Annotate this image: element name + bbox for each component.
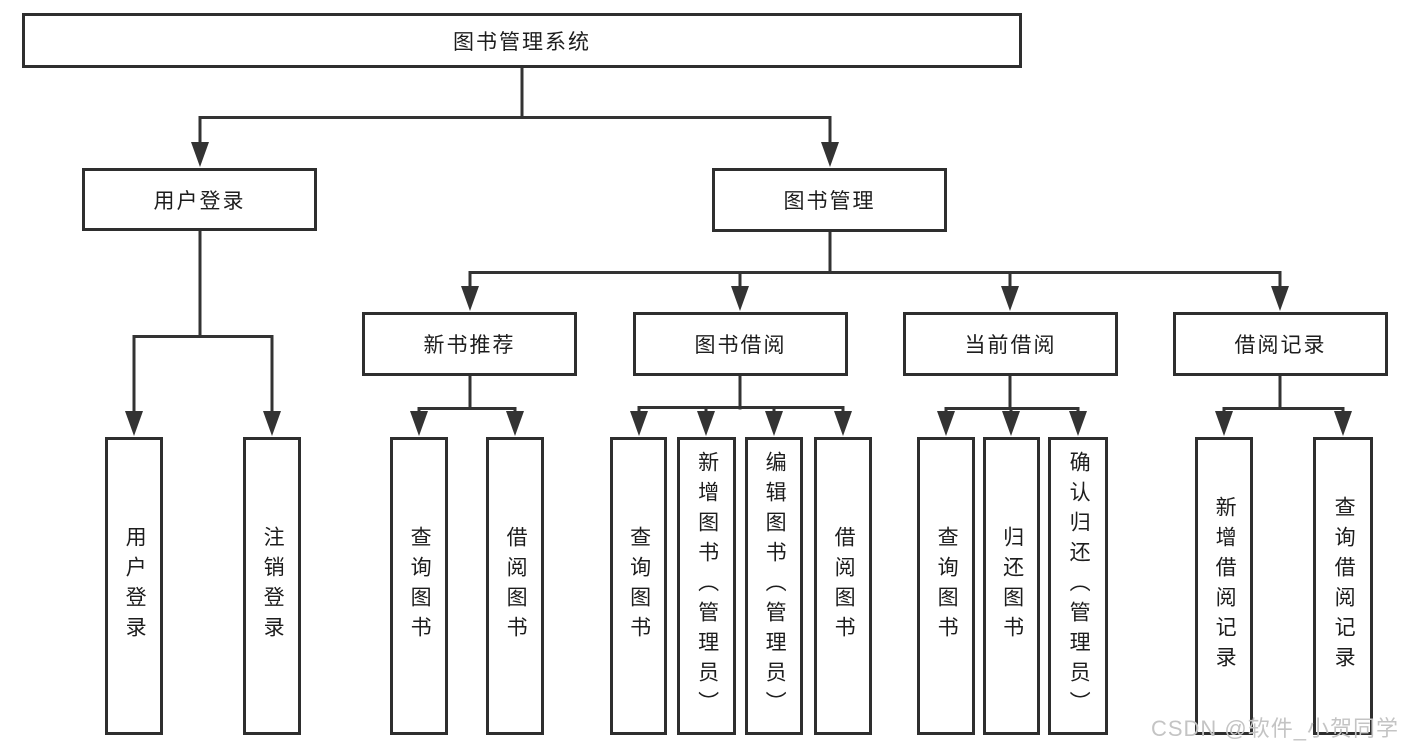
watermark: CSDN @软件_小贺同学 — [1150, 716, 1399, 741]
node-label: 借阅图书 — [832, 526, 856, 646]
connector-line — [1222, 407, 1345, 414]
arrowhead-down-icon — [1271, 286, 1289, 311]
node-label: 查询图书 — [627, 526, 651, 646]
arrowhead-down-icon — [630, 411, 648, 436]
connector-line — [637, 406, 845, 414]
leaf-br-query-record: 查询借阅记录 — [1313, 437, 1373, 735]
node-label: 新增图书（管理员） — [695, 451, 719, 721]
arrowhead-down-icon — [834, 411, 852, 436]
node-current-borrowing: 当前借阅 — [903, 312, 1118, 376]
leaf-bb-query-books: 查询图书 — [610, 437, 667, 735]
leaf-nbr-borrow-books: 借阅图书 — [486, 437, 544, 735]
node-label: 用户登录 — [153, 189, 246, 213]
arrowhead-down-icon — [821, 142, 839, 167]
node-label: 借阅图书 — [504, 526, 528, 646]
arrowhead-down-icon — [191, 142, 209, 167]
node-label: 借阅记录 — [1234, 334, 1327, 357]
connector-line — [132, 335, 274, 414]
node-label: 查询图书 — [935, 526, 959, 646]
leaf-bb-add-book-admin: 新增图书（管理员） — [677, 437, 736, 735]
node-label: 新增借阅记录 — [1213, 496, 1237, 676]
node-label: 查询借阅记录 — [1332, 496, 1356, 676]
node-label: 查询图书 — [408, 526, 432, 646]
node-label: 图书管理系统 — [453, 30, 591, 54]
node-label: 图书管理 — [783, 190, 876, 213]
node-label: 注销登录 — [261, 526, 285, 646]
arrowhead-down-icon — [263, 411, 281, 436]
arrowhead-down-icon — [731, 286, 749, 311]
node-book-borrowing: 图书借阅 — [633, 312, 848, 376]
node-new-book-recommendation: 新书推荐 — [362, 312, 577, 376]
node-label: 图书借阅 — [694, 334, 787, 357]
node-borrowing-records: 借阅记录 — [1173, 312, 1388, 376]
leaf-cb-query-books: 查询图书 — [917, 437, 975, 735]
node-label: 当前借阅 — [964, 334, 1057, 357]
arrowhead-down-icon — [1001, 286, 1019, 311]
connector-line — [417, 407, 517, 414]
node-book-management: 图书管理 — [712, 168, 947, 232]
leaf-nbr-query-books: 查询图书 — [390, 437, 448, 735]
node-system-root: 图书管理系统 — [22, 13, 1022, 68]
arrowhead-down-icon — [1215, 411, 1233, 436]
leaf-bb-borrow-books: 借阅图书 — [814, 437, 872, 735]
node-user-login: 用户登录 — [82, 168, 317, 231]
arrowhead-down-icon — [765, 411, 783, 436]
leaf-cb-confirm-return-admin: 确认归还（管理员） — [1048, 437, 1108, 735]
arrowhead-down-icon — [1002, 411, 1020, 436]
leaf-bb-edit-book-admin: 编辑图书（管理员） — [745, 437, 803, 735]
node-label: 用户登录 — [123, 526, 147, 646]
arrowhead-down-icon — [506, 411, 524, 436]
arrowhead-down-icon — [1334, 411, 1352, 436]
leaf-logout: 注销登录 — [243, 437, 301, 735]
arrowhead-down-icon — [937, 411, 955, 436]
arrowhead-down-icon — [125, 411, 143, 436]
leaf-cb-return-books: 归还图书 — [983, 437, 1040, 735]
connector-line — [198, 116, 832, 146]
arrowhead-down-icon — [410, 411, 428, 436]
node-label: 编辑图书（管理员） — [763, 451, 787, 721]
node-label: 归还图书 — [1000, 526, 1024, 646]
arrowhead-down-icon — [461, 286, 479, 311]
node-label: 新书推荐 — [423, 334, 516, 357]
leaf-user-login: 用户登录 — [105, 437, 163, 735]
node-label: 确认归还（管理员） — [1067, 451, 1091, 721]
arrowhead-down-icon — [697, 411, 715, 436]
connector-line — [468, 271, 1282, 289]
leaf-br-add-record: 新增借阅记录 — [1195, 437, 1253, 735]
arrowhead-down-icon — [1069, 411, 1087, 436]
